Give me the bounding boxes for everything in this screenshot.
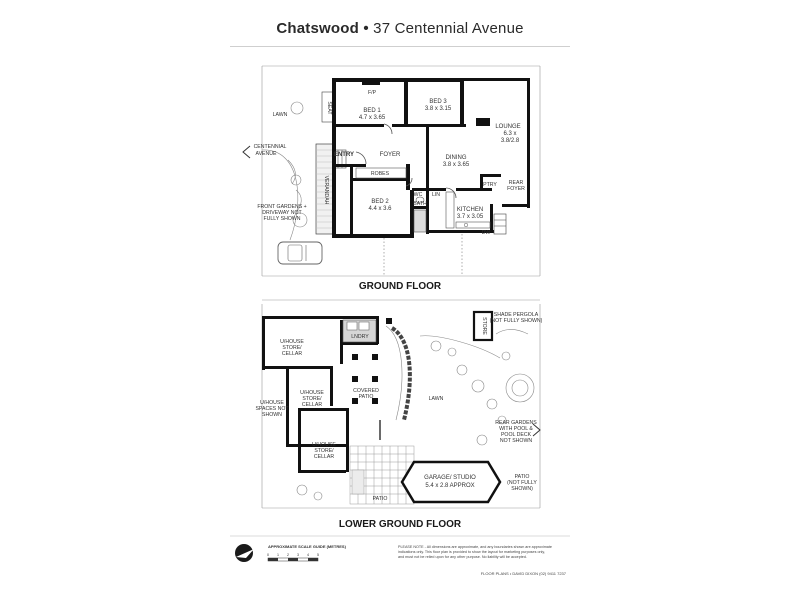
page-title: Chatswood • 37 Centennial Avenue: [0, 20, 800, 37]
scale-tick-0: 0: [267, 553, 269, 557]
front-gardens-line3: FULLY SHOWN: [264, 216, 301, 222]
lounge-name: LOUNGE: [495, 124, 520, 130]
car-icon: [277, 241, 323, 265]
scale-bar: [267, 557, 319, 562]
disclaimer-line2: indications only. This floor plan is pro…: [398, 550, 545, 554]
bed2-name: BED 2: [371, 199, 389, 205]
garage-name: GARAGE/ STUDIO: [424, 475, 476, 481]
store3-line2: STORE/: [314, 448, 334, 454]
patio-label: PATIO: [373, 496, 388, 502]
laundry-label: LNDRY: [351, 334, 369, 340]
kitchen-name: KITCHEN: [457, 207, 483, 213]
fireplace-label-1: F/P: [368, 90, 377, 96]
front-gardens-line2: DRIVEWAY NOT: [262, 210, 302, 216]
seat-label: SEAT: [326, 101, 332, 115]
lounge-dims-line1: 6.3 x: [503, 131, 516, 137]
lounge-dims-line2: 3.8/2.8: [501, 138, 520, 144]
page-header: Chatswood • 37 Centennial Avenue: [0, 0, 800, 48]
robes-label: ROBES: [371, 171, 390, 177]
store1-line3: CELLAR: [282, 351, 302, 357]
store3-line3: CELLAR: [314, 454, 334, 460]
pergola-store-label: STORE: [481, 317, 487, 335]
street-arrow-icon: [242, 145, 251, 159]
front-gardens-line1: FRONT GARDENS +: [257, 204, 306, 210]
patio-nfs-line2: (NOT FULLY: [507, 480, 537, 486]
covered-patio-line1: COVERED: [353, 388, 379, 394]
street-label-line1: CENTENNIAL: [254, 144, 287, 150]
lower-ground-floor-title: LOWER GROUND FLOOR: [339, 519, 462, 530]
foyer-label: FOYER: [380, 152, 401, 158]
floor-plan-credit: FLOOR PLANS • DAVID DIXON (02) 9411 7237: [481, 571, 567, 576]
lower-lawn-label: LAWN: [429, 396, 444, 402]
garage-studio: [400, 460, 502, 504]
scale-tick-4: 4: [307, 553, 309, 557]
patio-nfs-line3: SHOWN): [511, 486, 533, 492]
plan-footer: APPROXIMATE SCALE GUIDE (METRES) 0 1 2 3…: [230, 535, 570, 576]
disclaimer-line3: and must not be relied upon for any othe…: [398, 555, 527, 559]
street-address: 37 Centennial Avenue: [373, 20, 524, 37]
dishwasher-label: DW: [482, 230, 491, 236]
bed1-name: BED 1: [363, 108, 381, 114]
rear-gardens-arrow-icon: [532, 423, 541, 437]
bath-label: BATH: [413, 201, 427, 207]
store2-line2: STORE/: [302, 396, 322, 402]
rear-foyer-line1: REAR: [509, 180, 524, 186]
scale-title: APPROXIMATE SCALE GUIDE (METRES): [268, 544, 347, 549]
store3-line1: U/HOUSE: [312, 442, 336, 448]
store1-line1: U/HOUSE: [280, 339, 304, 345]
bed3-dims: 3.8 x 3.15: [425, 106, 452, 112]
pantry-label: PTRY: [483, 182, 497, 188]
title-separator: •: [363, 20, 369, 37]
patio-nfs-line1: PATIO: [515, 474, 530, 480]
rear-foyer-line2: FOYER: [507, 186, 525, 192]
ground-floor-title: GROUND FLOOR: [359, 281, 442, 292]
scale-tick-1: 1: [277, 553, 279, 557]
linen-label: LIN: [432, 192, 440, 198]
garage-dims: 5.4 x 2.8 APPROX: [425, 483, 474, 489]
bed3-name: BED 3: [429, 99, 447, 105]
store2-line3: CELLAR: [302, 402, 322, 408]
entry-label: ENTRY: [334, 152, 354, 158]
pergola-line1: SHADE PERGOLA: [494, 312, 539, 318]
store1-line2: STORE/: [282, 345, 302, 351]
rear-gardens-line2: WITH POOL &: [499, 426, 533, 432]
scale-tick-3: 3: [297, 553, 299, 557]
bed2-dims: 4.4 x 3.6: [368, 206, 392, 212]
disclaimer-line1: PLEASE NOTE - All dimensions are approxi…: [398, 545, 552, 549]
covered-patio-line2: PATIO: [359, 394, 374, 400]
rear-gardens-line4: NOT SHOWN: [500, 438, 532, 444]
rear-gardens-line1: REAR GARDENS: [495, 420, 537, 426]
kitchen-dims: 3.7 x 3.05: [457, 214, 484, 220]
suburb-name: Chatswood: [276, 20, 359, 37]
ground-floor-plan: LAWN CENTENNIAL AVENUE FRONT GARDENS + D…: [242, 65, 541, 301]
scale-tick-5: 5: [317, 553, 319, 557]
pergola-line2: (NOT FULLY SHOWN): [490, 318, 543, 324]
dining-dims: 3.8 x 3.65: [443, 162, 470, 168]
north-arrow-icon: [235, 544, 254, 562]
spaces-line1: U/HOUSE: [260, 400, 284, 406]
verandah-label: VERANDAH: [323, 176, 329, 205]
dining-name: DINING: [446, 155, 467, 161]
rear-gardens-line3: POOL DECK: [501, 432, 532, 438]
ground-lawn-label: LAWN: [273, 112, 288, 118]
bed1-dims: 4.7 x 3.65: [359, 115, 386, 121]
scale-tick-2: 2: [287, 553, 289, 557]
store2-line1: U/HOUSE: [300, 390, 324, 396]
wc-label: WC: [414, 192, 423, 198]
lower-ground-floor-plan: LNDRY STORE SHADE PERGOLA (NOT FULLY SHO…: [255, 304, 543, 530]
spaces-line3: SHOWN: [262, 412, 282, 418]
street-label-line2: AVENUE: [256, 151, 277, 157]
header-divider: [230, 46, 570, 47]
spaces-line2: SPACES NOT: [255, 406, 289, 412]
